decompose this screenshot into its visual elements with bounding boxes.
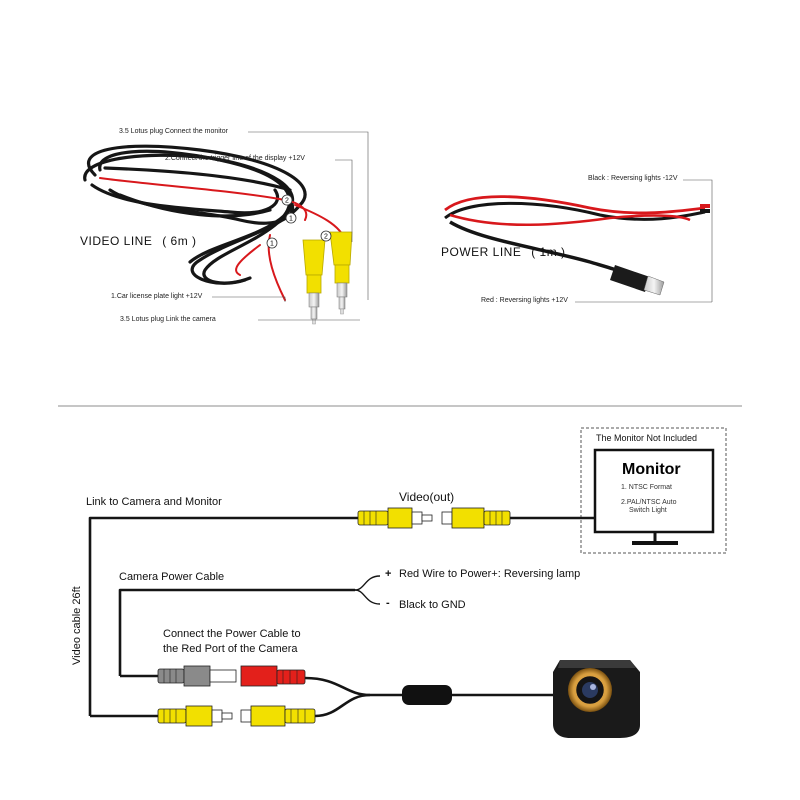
monitor-title: Monitor [622,461,681,478]
label-trigger-line: 2.Connect the trigger line of the displa… [165,155,305,162]
video-out-plug-male [357,507,433,529]
video-line-photo: 2 1 2 1 [83,131,369,325]
camera-video-plug-male [157,705,233,727]
dc-plug [610,265,665,296]
power-line-title-text: POWER LINE [441,245,522,259]
black-wire-branch [354,589,381,605]
rca-plug-yellow-2 [329,231,353,315]
monitor-spec-2a: 2.PAL/NTSC Auto [621,499,677,506]
red-wire-label: Red Wire to Power+: Reversing lamp [399,568,581,580]
monitor-box-title: The Monitor Not Included [596,433,698,443]
power-line-length: ( 1m ) [531,245,566,259]
monitor-spec-1: 1. NTSC Format [621,484,672,491]
label-black-reversing: Black : Reversing lights -12V [588,175,678,182]
red-wire-branch [354,575,381,591]
badge-2-plug [320,230,332,242]
connect-label-line-1: Connect the Power Cable to [163,628,301,640]
video-line-title-text: VIDEO LINE [80,234,153,248]
badge-1-upper [285,212,297,224]
camera-video-plug-female [240,705,316,727]
monitor-spec-2b: Switch Light [629,507,667,514]
badge-2-upper [281,194,293,206]
rca-plug-yellow-1 [302,239,326,325]
video-cable-label: Video cable 26ft [71,586,83,665]
video-line-title: VIDEO LINE ( 6m ) [80,234,197,248]
video-out-label: Video(out) [399,490,455,504]
power-line-title: POWER LINE ( 1m ) [441,245,566,259]
power-cable-label: Camera Power Cable [119,571,225,583]
label-plate-light: 1.Car license plate light +12V [111,293,203,300]
badge-1-upper-text: 1 [289,216,293,223]
power-line-photo [444,179,713,303]
inline-module [402,685,452,705]
label-lotus-monitor: 3.5 Lotus plug Connect the monitor [119,128,228,135]
video-out-plug-female [441,507,511,529]
plus-sign: + [385,568,392,580]
badge-2-upper-text: 2 [285,198,289,205]
badge-1-lower-text: 1 [270,241,274,248]
label-red-reversing: Red : Reversing lights +12V [481,297,568,304]
camera [553,660,640,738]
link-label: Link to Camera and Monitor [86,496,222,508]
power-plug-grey [157,665,237,687]
minus-sign: - [386,597,390,609]
badge-1-lower [266,237,278,249]
power-port-red [240,665,306,687]
badge-2-plug-text: 2 [324,234,328,241]
label-lotus-camera: 3.5 Lotus plug Link the camera [120,316,216,323]
black-wire-label: Black to GND [399,599,466,611]
bottom-wires [88,516,595,718]
connect-label-line-2: the Red Port of the Camera [163,643,298,655]
monitor-screen [593,448,715,534]
video-line-length: ( 6m ) [162,234,197,248]
